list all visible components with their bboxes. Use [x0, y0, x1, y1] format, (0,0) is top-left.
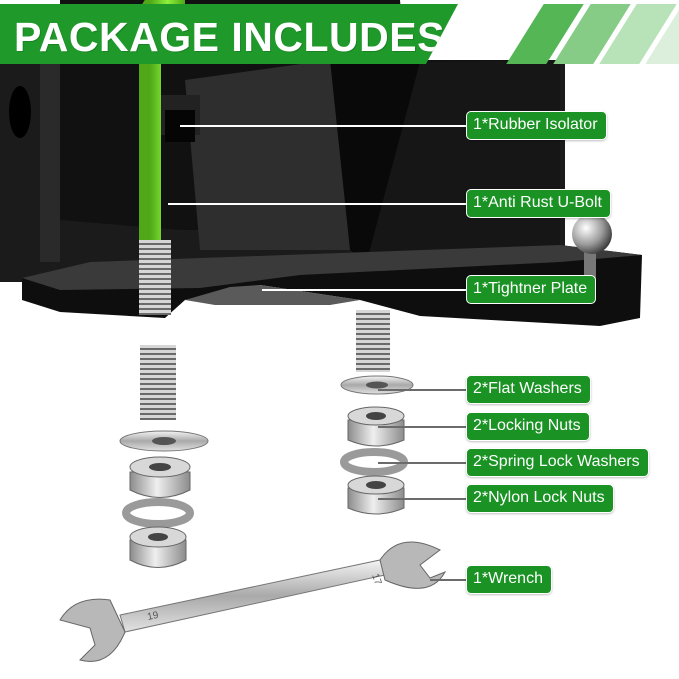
- label-spring-lock-washers: 2*Spring Lock Washers: [466, 448, 649, 477]
- label-locking-nuts: 2*Locking Nuts: [466, 412, 590, 441]
- leader-line: [378, 389, 468, 391]
- leader-line: [262, 289, 468, 291]
- title-banner: PACKAGE INCLUDES: [0, 4, 458, 64]
- right-hardware-stack: [340, 375, 414, 515]
- hitch-ball: [572, 214, 612, 280]
- wrench: 19 17: [59, 541, 447, 662]
- leader-line: [180, 125, 468, 127]
- leader-line: [378, 426, 468, 428]
- wrench-mark-right: 17: [369, 572, 383, 587]
- leader-line: [378, 498, 468, 500]
- leader-line: [430, 579, 468, 581]
- label-rubber-isolator: 1*Rubber Isolator: [466, 111, 607, 140]
- tightner-plate: [22, 245, 642, 326]
- label-wrench: 1*Wrench: [466, 565, 552, 594]
- left-hardware-stack: [119, 430, 209, 568]
- label-flat-washers: 2*Flat Washers: [466, 375, 591, 404]
- label-anti-rust-u-bolt: 1*Anti Rust U-Bolt: [466, 189, 611, 218]
- leader-line: [378, 462, 468, 464]
- leader-line: [168, 203, 468, 205]
- label-nylon-lock-nuts: 2*Nylon Lock Nuts: [466, 484, 614, 513]
- label-tightner-plate: 1*Tightner Plate: [466, 275, 597, 304]
- page-title: PACKAGE INCLUDES: [14, 14, 445, 60]
- wrench-mark-left: 19: [146, 610, 160, 623]
